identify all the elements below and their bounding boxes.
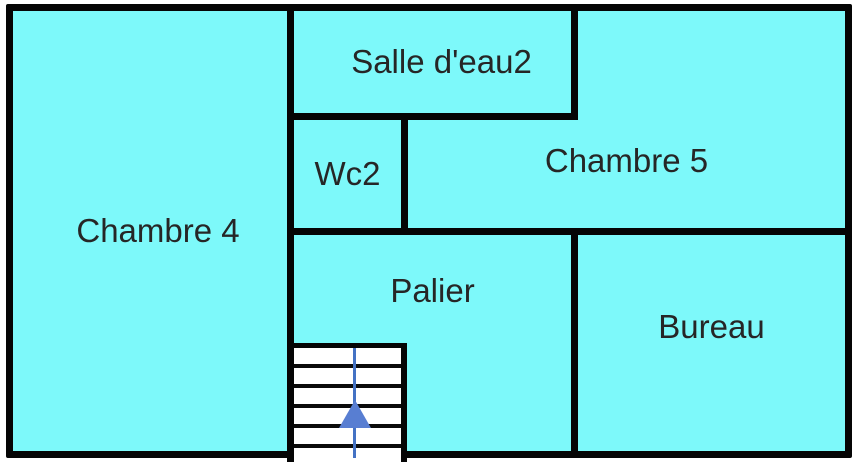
stairs-up-arrow-icon xyxy=(339,400,371,428)
staircase xyxy=(287,343,407,462)
room-palier: Palier xyxy=(294,235,571,347)
wall-salledeau2-right xyxy=(571,4,578,120)
wall-bureau-left xyxy=(571,228,578,458)
wall-wc2-right xyxy=(401,113,408,235)
room-label-wc-2: Wc2 xyxy=(314,155,381,192)
wall-palier-top xyxy=(287,228,852,235)
room-wc-2: Wc2 xyxy=(294,120,401,228)
room-label-salle-deau-2: Salle d'eau2 xyxy=(351,43,532,80)
room-label-chambre-5: Chambre 5 xyxy=(544,141,709,179)
room-label-chambre-4: Chambre 4 xyxy=(76,212,240,249)
room-salle-deau-2: Salle d'eau2 xyxy=(294,11,571,113)
room-chambre-5: Chambre 5 xyxy=(408,113,845,208)
wall-salledeau2-bottom xyxy=(287,113,578,120)
room-chambre-4: Chambre 4 xyxy=(13,11,287,451)
room-label-palier: Palier xyxy=(390,272,475,309)
room-bureau: Bureau xyxy=(578,235,845,419)
room-label-bureau: Bureau xyxy=(658,308,765,345)
